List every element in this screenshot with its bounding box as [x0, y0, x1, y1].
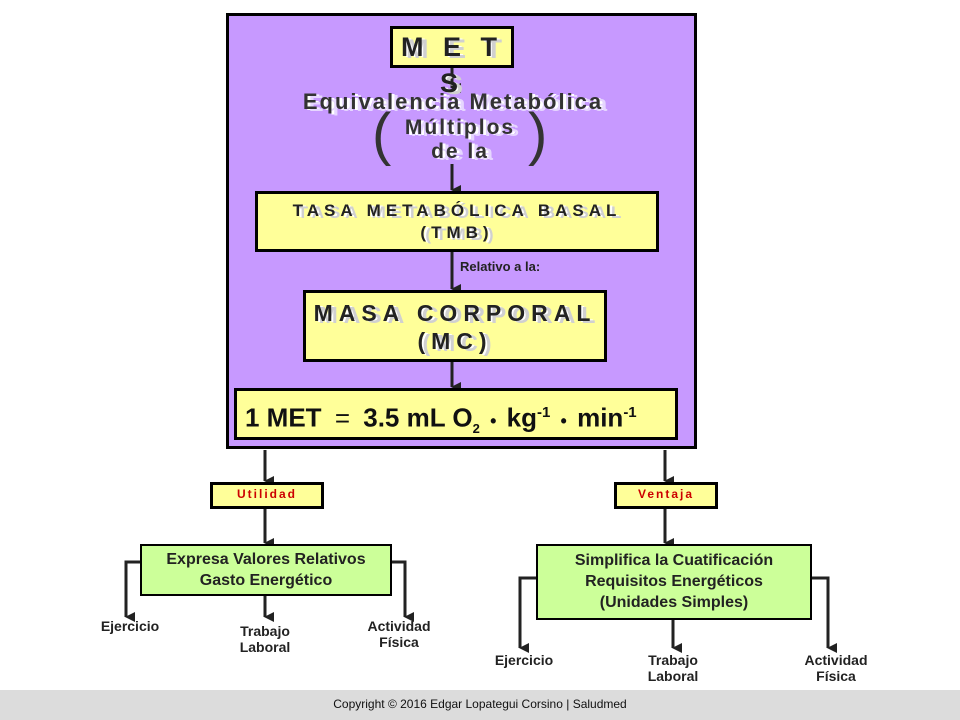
right-green-box: Simplifica la Cuatificación Requisitos E…: [536, 544, 812, 620]
formula-min: min: [577, 402, 624, 433]
tmb-line1: TASA METABÓLICA BASAL: [292, 201, 622, 220]
formula-dot-1: •: [490, 410, 497, 431]
left-box-line1: Expresa Valores Relativos: [166, 551, 366, 568]
formula-min-exp: -1: [623, 404, 637, 421]
formula-equals: =: [334, 402, 350, 433]
multiplos-line1: Múltiplos: [404, 116, 516, 139]
footer-bar: [0, 690, 960, 720]
formula-dot-2: •: [560, 410, 567, 431]
left-box-line2: Gasto Energético: [199, 572, 333, 589]
formula-kg: kg: [506, 402, 537, 433]
mets-title: M E T S: [401, 32, 503, 98]
tmb-box: TASA METABÓLICA BASAL (TMB): [255, 191, 659, 252]
left-leaf-actividad-2: Física: [379, 634, 419, 650]
left-leaf-actividad-1: Actividad: [367, 618, 431, 634]
formula-box: 1 MET = 3.5 mL O2 • kg-1 • min-1: [234, 388, 678, 440]
mc-line1: MASA CORPORAL: [313, 300, 597, 326]
formula-kg-exp: -1: [536, 404, 551, 421]
right-leaf-ejercicio: Ejercicio: [494, 652, 554, 668]
left-leaf-trabajo-1: Trabajo: [240, 623, 290, 639]
multiplos-line2: de la: [431, 140, 489, 163]
left-leaf-trabajo-2: Laboral: [239, 639, 291, 655]
formula-value: 3.5 mL O: [363, 402, 473, 433]
ventaja-tag: Ventaja: [614, 482, 718, 509]
left-green-box: Expresa Valores Relativos Gasto Energéti…: [140, 544, 392, 596]
formula-sub: 2: [472, 420, 480, 436]
right-leaf-actividad: Actividad Física: [791, 652, 881, 684]
mc-line2: (MC): [417, 328, 493, 354]
formula-lhs: 1 MET: [245, 402, 322, 433]
arrow-right-actividad: [812, 576, 837, 653]
right-leaf-actividad-1: Actividad: [804, 652, 868, 668]
left-leaf-actividad: Actividad Física: [354, 618, 444, 650]
right-leaf-trabajo-2: Laboral: [647, 668, 699, 684]
right-box-line1: Simplifica la Cuatificación: [574, 552, 774, 569]
mc-box: MASA CORPORAL (MC): [303, 290, 607, 362]
utilidad-tag: Utilidad: [210, 482, 324, 509]
arrow-left-ejercicio: [124, 560, 140, 622]
right-box-line2: Requisitos Energéticos: [585, 573, 763, 590]
left-leaf-ejercicio: Ejercicio: [100, 618, 160, 634]
mets-box: M E T S: [390, 26, 514, 98]
equivalencia-title: Equivalencia Metabólica: [302, 89, 604, 114]
paren-left: (: [372, 102, 392, 167]
tmb-line2: (TMB): [420, 223, 494, 242]
right-leaf-trabajo: Trabajo Laboral: [633, 652, 713, 684]
left-leaf-trabajo: Trabajo Laboral: [225, 623, 305, 655]
right-box-line3: (Unidades Simples): [599, 594, 749, 611]
relativo-label: Relativo a la:: [460, 259, 541, 274]
paren-right: ): [528, 102, 548, 167]
arrow-left-actividad: [392, 560, 414, 622]
arrow-right-ejercicio: [518, 576, 536, 653]
right-leaf-actividad-2: Física: [816, 668, 856, 684]
multiplos-text: Múltiplos de la: [370, 116, 550, 164]
right-leaf-trabajo-1: Trabajo: [648, 652, 698, 668]
footer-copyright: Copyright © 2016 Edgar Lopategui Corsino…: [333, 697, 627, 711]
